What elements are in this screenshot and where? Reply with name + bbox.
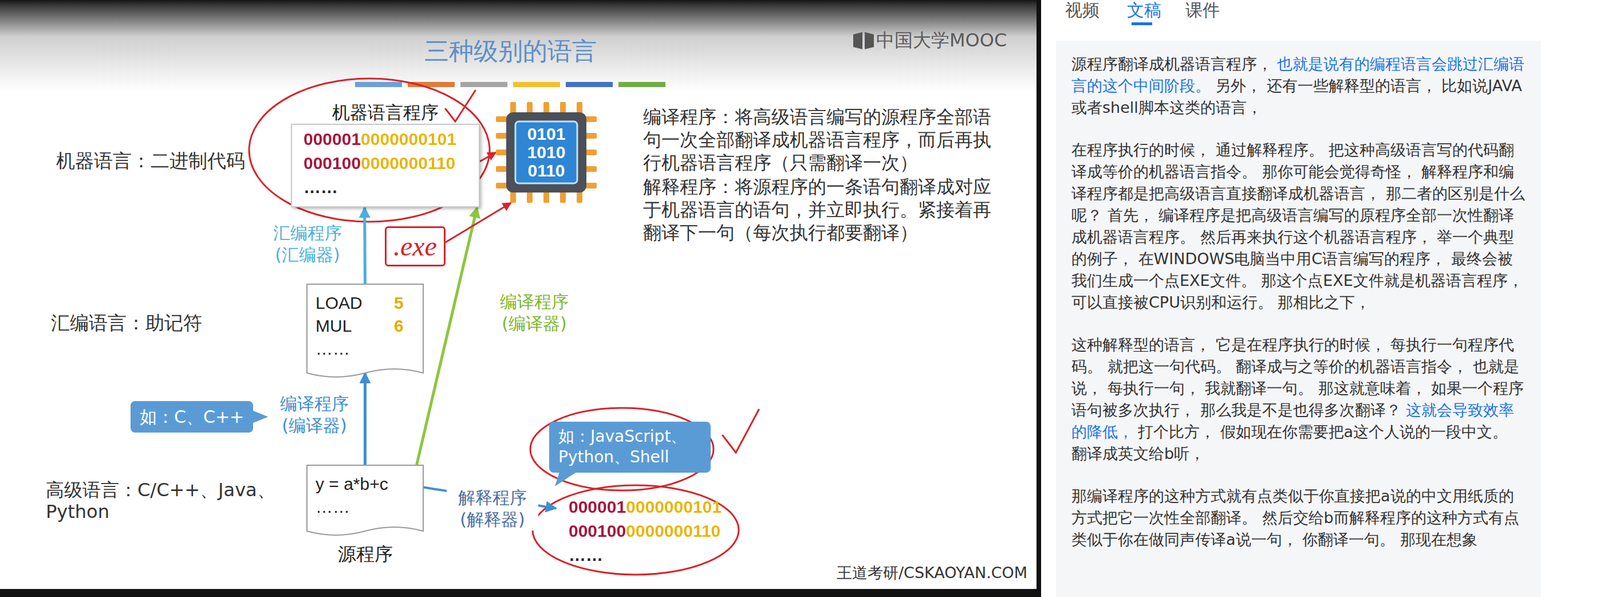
connector-arrow xyxy=(445,202,511,243)
definition-text: 解释程序：将源程序的一条语句翻译成对应于机器语言的语句，并立即执行。紧接着再翻译… xyxy=(643,175,1004,244)
transcript-paragraph: 那编译程序的这种方式就有点类似于你直接把a说的中文用纸质的方式把它一次性全部翻译… xyxy=(1071,485,1526,551)
transcript-paragraph: 这种解释型的语言， 它是在程序执行的时候， 每执行一句程序代码。 就把这一句代码… xyxy=(1071,333,1526,465)
transcript-text: 源程序翻译成机器语言程序， xyxy=(1071,54,1273,73)
chip-core xyxy=(515,121,578,184)
source-code: y = a*b+c xyxy=(315,472,415,496)
edge-label: 编译程序 (编译器) xyxy=(271,392,358,437)
connector-arrow xyxy=(479,152,496,162)
chip-face: 0101 1010 0110 xyxy=(495,101,597,203)
color-bar xyxy=(513,81,561,88)
chip-bits: 0101 1010 0110 xyxy=(523,124,570,180)
slide-bottom-band xyxy=(0,588,1039,597)
token-grid: LOAD5MUL6…… xyxy=(315,291,415,361)
color-bar xyxy=(618,81,666,88)
connector-arrow xyxy=(363,372,367,465)
code-row: 0001000000000110 xyxy=(303,153,468,178)
asm-token: 5 xyxy=(393,291,415,315)
color-bar xyxy=(565,81,613,88)
code-row: 0001000000000110 xyxy=(568,521,722,546)
watermark: 王道考研/CSKAOYAN.COM xyxy=(836,562,1028,583)
panel-tab: 视频 xyxy=(1065,0,1100,21)
edge-label: 汇编程序 (汇编器) xyxy=(264,222,351,266)
transcript-text: 打个比方， 假如现在你需要把a这个人说的一段中文。 翻译成英文给b听， xyxy=(1071,422,1508,463)
binary-code: 0001000000000110 xyxy=(568,521,721,541)
definition-text: 编译程序：将高级语言编写的源程序全部语句一次全部翻译成机器语言程序，而后再执行机… xyxy=(643,105,1004,175)
binary-code: …… xyxy=(303,177,338,197)
program-box: 0000010000000101 0001000000000110 …… xyxy=(556,491,735,575)
callout-bubble: 如：JavaScript、Python、Shell xyxy=(549,421,711,473)
binary-code: …… xyxy=(568,545,604,565)
level-label: 高级语言：C/C++、Java、Python xyxy=(45,478,298,523)
binary-code: 0000010000000101 xyxy=(303,129,457,149)
program-box: 机器语言程序 0000010000000101 0001000000000110 …… xyxy=(290,100,480,208)
transcript-text: 那编译程序的这种方式就有点类似于你直接把a说的中文用纸质的方式把它一次性全部翻译… xyxy=(1071,486,1520,549)
callout-text: 如：JavaScript、Python、Shell xyxy=(558,426,702,468)
transcript-paragraph: 在程序执行的时候， 通过解释程序。 把这种高级语言写的代码翻译成等价的机器语言指… xyxy=(1071,139,1526,314)
slide-title: 三种级别的语言 xyxy=(338,36,683,66)
program-frame: 0000010000000101 0001000000000110 …… xyxy=(290,123,480,208)
ink-circle xyxy=(532,485,739,575)
code-block: 0000010000000101 0001000000000110 …… xyxy=(556,491,735,575)
pointer-shape xyxy=(554,471,577,487)
ink-check xyxy=(722,409,759,453)
document-box: y = a*b+c……源程序 xyxy=(306,464,424,566)
box-heading: 机器语言程序 xyxy=(290,100,480,124)
edge-label: 解释程序 (解释器) xyxy=(446,486,539,531)
transcript-panel: 源程序翻译成机器语言程序，也就是说有的编程语言会跳过汇编语言的这个中间阶段。另外… xyxy=(1071,53,1526,571)
document-body: LOAD5MUL6…… xyxy=(306,283,424,382)
asm-token: MUL xyxy=(315,314,394,338)
logo-icon xyxy=(853,32,874,50)
callout-text: 如：C、C++ xyxy=(139,405,244,428)
asm-token: LOAD xyxy=(315,291,394,315)
doc-caption: 源程序 xyxy=(306,542,424,566)
color-bar xyxy=(460,81,508,88)
code-row: 0000010000000101 xyxy=(303,129,468,154)
code-row: 0000010000000101 xyxy=(568,497,722,522)
transcript-paragraph: 源程序翻译成机器语言程序，也就是说有的编程语言会跳过汇编语言的这个中间阶段。另外… xyxy=(1071,53,1526,119)
edge-label: 编译程序 (编译器) xyxy=(491,290,578,335)
slide-divider xyxy=(1036,0,1042,597)
exe-tag: .exe xyxy=(384,226,446,267)
binary-code: 0000010000000101 xyxy=(568,497,722,517)
slide-header-shade xyxy=(0,0,1039,92)
connector-arrow xyxy=(363,207,367,284)
ink-circle xyxy=(530,407,714,491)
transcript-ground xyxy=(1055,40,1542,597)
asm-token: …… xyxy=(315,337,415,361)
transcript-text: 在程序执行的时候， 通过解释程序。 把这种高级语言写的代码翻译成等价的机器语言指… xyxy=(1071,140,1525,311)
ink-check xyxy=(445,90,476,122)
logo-text: 中国大学MOOC xyxy=(876,28,1007,52)
binary-code: 0001000000000110 xyxy=(303,153,456,173)
color-bar xyxy=(355,81,403,88)
level-label: 汇编语言：助记符 xyxy=(50,310,203,335)
panel-tab: 课件 xyxy=(1185,0,1220,21)
document-box: LOAD5MUL6…… xyxy=(306,283,424,382)
document-body: y = a*b+c…… xyxy=(306,464,424,541)
panel-tab: 文稿 xyxy=(1126,0,1162,21)
source-code: …… xyxy=(315,495,415,519)
cpu-chip: 0101 1010 0110 xyxy=(495,101,597,203)
level-label: 机器语言：二进制代码 xyxy=(56,148,246,173)
ink-circle xyxy=(249,78,490,222)
pointer-shape xyxy=(252,410,269,424)
chip-body xyxy=(506,112,587,193)
document-shape xyxy=(306,284,424,377)
callout-bubble: 如：C、C++ xyxy=(130,400,254,433)
code-row: …… xyxy=(568,545,722,570)
tab-underline xyxy=(1131,22,1153,26)
asm-token: 6 xyxy=(393,314,415,338)
exe-label: .exe xyxy=(393,227,437,265)
document-shape xyxy=(306,464,424,535)
code-row: …… xyxy=(303,177,468,202)
